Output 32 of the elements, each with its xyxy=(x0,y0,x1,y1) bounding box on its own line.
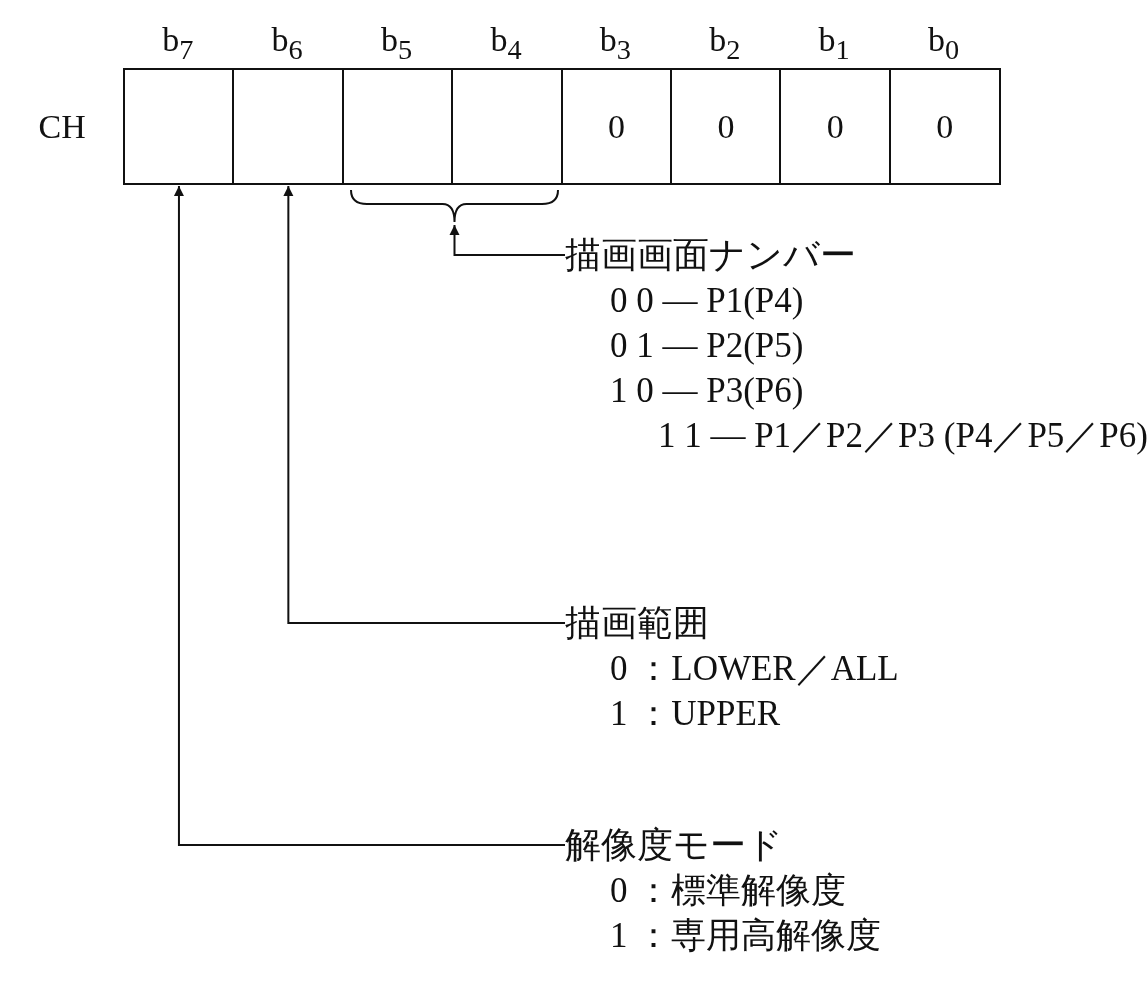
field-heading: 解像度モード xyxy=(565,824,783,867)
value-line: 0 1 — P2(P5) xyxy=(610,325,805,367)
brace xyxy=(349,188,560,224)
bit-label: b$_{6}$ xyxy=(271,20,303,67)
bit-label: b$_{0}$ xyxy=(928,20,960,67)
value-line: 1 0 — P3(P6) xyxy=(610,370,805,412)
value-line: 0 ：LOWER／ALL xyxy=(610,648,900,690)
bit-cell: 0 xyxy=(779,68,892,185)
value-line: 0 0 — P1(P4) xyxy=(610,280,805,322)
bit-label: b$_{2}$ xyxy=(709,20,741,67)
bit-label: b$_{7}$ xyxy=(162,20,194,67)
bit-label: b$_{4}$ xyxy=(490,20,522,67)
bit-cell xyxy=(451,68,564,185)
value-line: 1 ：UPPER xyxy=(610,693,782,735)
bit-label: b$_{1}$ xyxy=(818,20,850,67)
bit-label: b$_{3}$ xyxy=(599,20,631,67)
bit-cell: 0 xyxy=(888,68,1001,185)
arrow xyxy=(173,185,566,846)
arrow xyxy=(283,185,566,624)
register-label: CH xyxy=(38,107,86,147)
value-line: 0 ：標準解像度 xyxy=(610,870,848,912)
bit-cell: 0 xyxy=(670,68,782,185)
bit-cell xyxy=(341,68,454,185)
field-heading: 描画画面ナンバー xyxy=(565,234,856,277)
bit-cell: 0 xyxy=(560,68,673,185)
bit-label: b$_{5}$ xyxy=(381,20,413,67)
bit-cell xyxy=(232,68,345,185)
value-line: 1 ：専用高解像度 xyxy=(610,915,883,957)
value-line: 1 1 — P1／P2／P3 (P4／P5／P6) xyxy=(656,415,1148,457)
bit-cell xyxy=(123,68,235,185)
field-heading: 描画範囲 xyxy=(565,602,709,645)
arrow xyxy=(449,224,566,256)
